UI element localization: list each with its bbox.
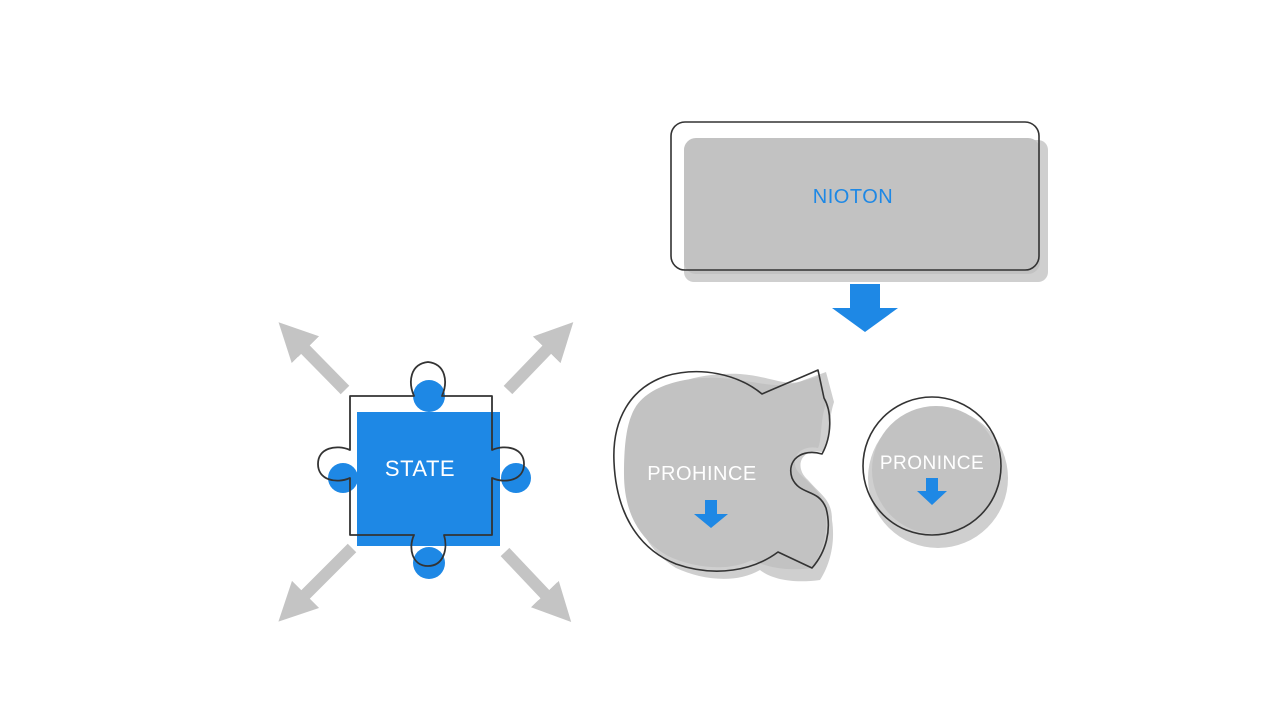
state-label: STATE: [385, 456, 455, 481]
nation-box-outline: [670, 121, 1040, 271]
state-puzzle-piece: STATE: [317, 361, 531, 579]
diagonal-arrow-icon-top-right: [503, 322, 574, 395]
nation-box: NIOTON: [670, 121, 1048, 282]
down-arrow-icon-nation: [832, 284, 898, 332]
province-right-label: PRONINCE: [880, 453, 984, 474]
down-arrow-icon-province-right: [917, 478, 947, 505]
diagonal-arrow-icon-bottom-left: [278, 543, 357, 622]
down-arrow-icon-province-left: [694, 500, 728, 528]
puzzle-piece-icon-state-fill: [328, 380, 531, 579]
diagonal-arrow-icon-bottom-right: [500, 547, 572, 622]
puzzle-piece-icon-state-outline: [317, 361, 525, 567]
puzzle-piece-icon-province-left-outline: [613, 369, 831, 572]
province-left-piece: PROHINCE: [613, 369, 834, 582]
expand-arrows: [278, 322, 574, 622]
province-right-outline: [862, 396, 1002, 536]
nation-label: NIOTON: [813, 186, 893, 208]
province-left-label: PROHINCE: [647, 463, 757, 485]
diagonal-arrow-icon-top-left: [278, 322, 350, 395]
province-right-piece: PRONINCE: [862, 396, 1008, 548]
province-right-fill: [872, 406, 1000, 534]
nation-box-fill: [684, 138, 1040, 274]
puzzle-piece-icon-province-left-fill: [624, 376, 827, 570]
